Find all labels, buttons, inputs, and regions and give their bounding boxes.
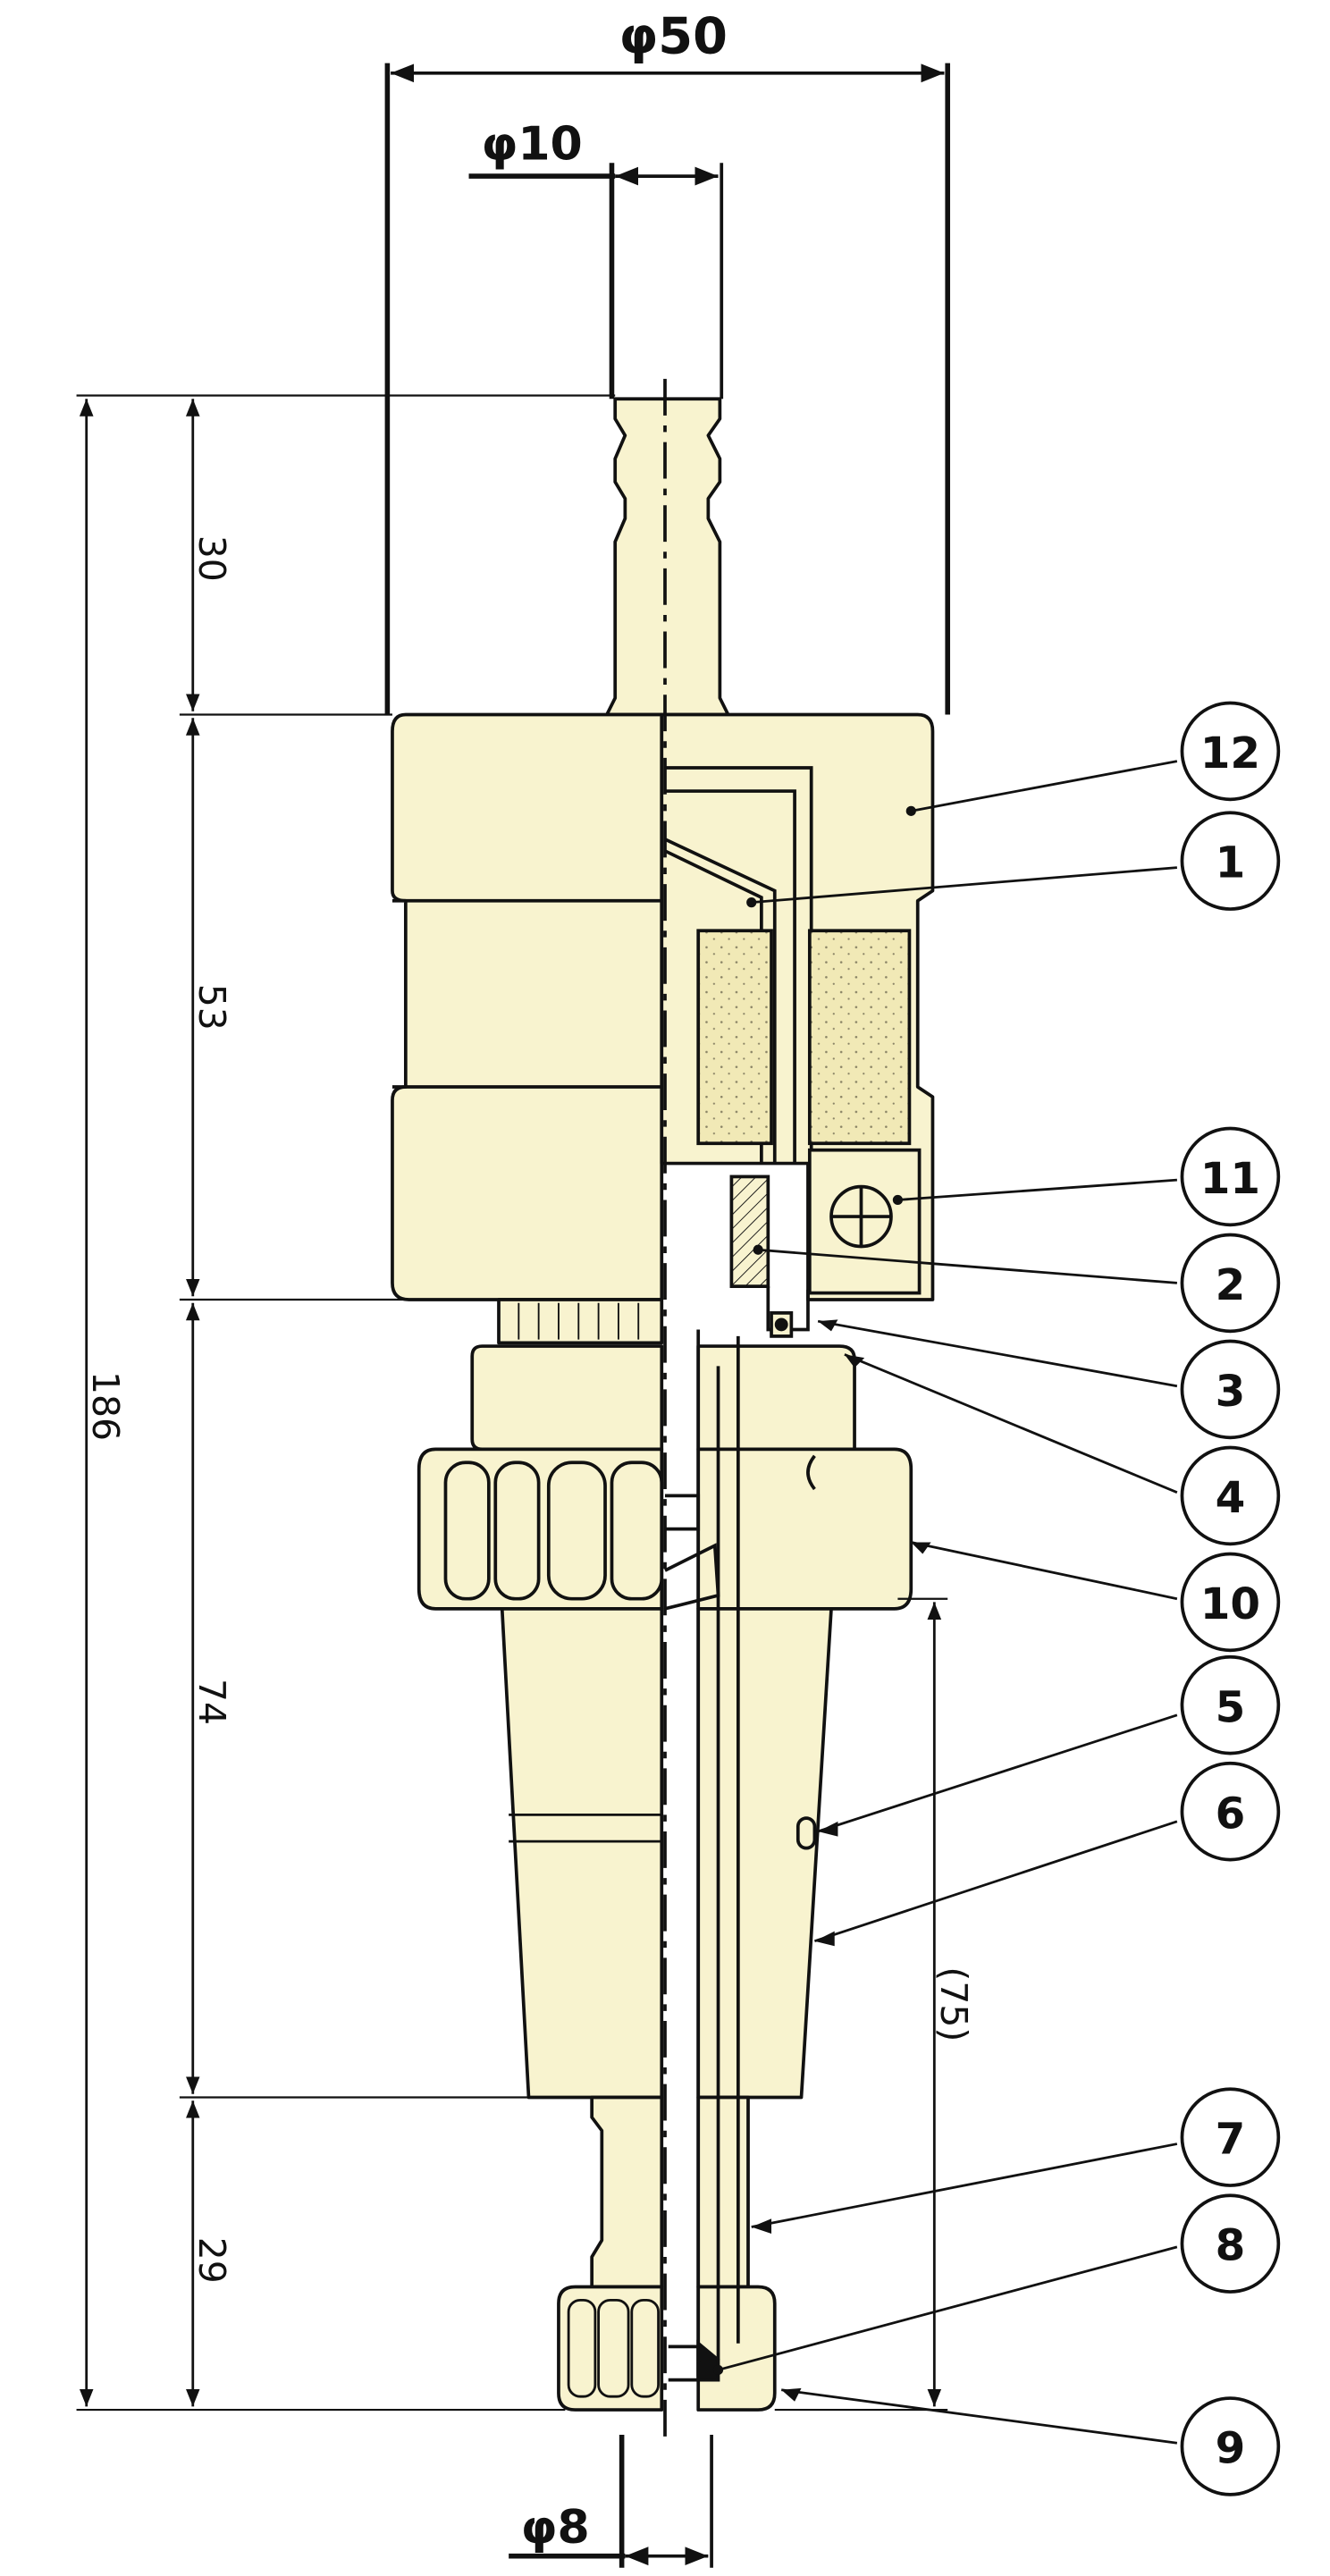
balloon-12: 12 <box>1180 701 1281 802</box>
inlet-barb <box>605 397 730 717</box>
filter-left <box>696 929 773 1146</box>
dim-overall-diameter: φ50 <box>619 8 728 66</box>
knurled-ring <box>497 1298 664 1345</box>
seal-insert <box>729 1174 770 1288</box>
dim-section-3: 74 <box>190 1679 233 1725</box>
balloon-2: 2 <box>1180 1233 1281 1334</box>
dim-outlet-diameter: φ8 <box>521 2501 590 2555</box>
balloon-10: 10 <box>1180 1552 1281 1653</box>
svg-text:12: 12 <box>1200 728 1260 779</box>
filter-right <box>807 929 912 1146</box>
dim-reference-length: (75) <box>932 1966 975 2041</box>
balloon-1: 1 <box>1180 811 1281 911</box>
balloon-9: 9 <box>1180 2396 1281 2496</box>
balloon-11: 11 <box>1180 1126 1281 1227</box>
balloon-3: 3 <box>1180 1339 1281 1440</box>
svg-text:3: 3 <box>1216 1367 1246 1417</box>
svg-text:8: 8 <box>1216 2221 1246 2271</box>
balloon-5: 5 <box>1180 1654 1281 1755</box>
dim-inlet-diameter: φ10 <box>482 118 583 172</box>
svg-text:7: 7 <box>1216 2115 1246 2165</box>
dim-total-length: 186 <box>84 1371 127 1441</box>
collar <box>470 1344 664 1452</box>
internal-details <box>664 766 922 2382</box>
svg-text:10: 10 <box>1200 1579 1260 1629</box>
dimension-texts: φ50 φ10 φ8 30 53 74 29 186 (75) <box>84 8 975 2555</box>
needle-rod <box>664 838 777 1164</box>
svg-text:5: 5 <box>1216 1682 1246 1732</box>
balloon-7: 7 <box>1180 2087 1281 2187</box>
valve-assembly <box>391 397 935 2412</box>
end-nut <box>557 2285 664 2412</box>
housing-left <box>391 712 664 1301</box>
leader-lines <box>718 760 1178 2445</box>
part-balloons: 12 1 11 2 3 4 10 5 <box>1180 701 1281 2496</box>
lower-stem <box>590 2095 664 2289</box>
dim-section-1: 30 <box>190 535 233 582</box>
balloon-6: 6 <box>1180 1761 1281 1862</box>
balloon-4: 4 <box>1180 1445 1281 1546</box>
balloon-8: 8 <box>1180 2193 1281 2294</box>
dim-section-2: 53 <box>190 984 233 1031</box>
svg-text:1: 1 <box>1216 838 1246 888</box>
svg-text:9: 9 <box>1216 2424 1246 2474</box>
dim-section-4: 29 <box>190 2237 233 2284</box>
tapered-body <box>500 1606 664 2100</box>
svg-text:6: 6 <box>1216 1789 1246 1839</box>
svg-text:4: 4 <box>1216 1473 1246 1523</box>
svg-text:2: 2 <box>1216 1260 1246 1310</box>
svg-text:11: 11 <box>1200 1154 1260 1204</box>
dimension-lines <box>76 63 950 2568</box>
